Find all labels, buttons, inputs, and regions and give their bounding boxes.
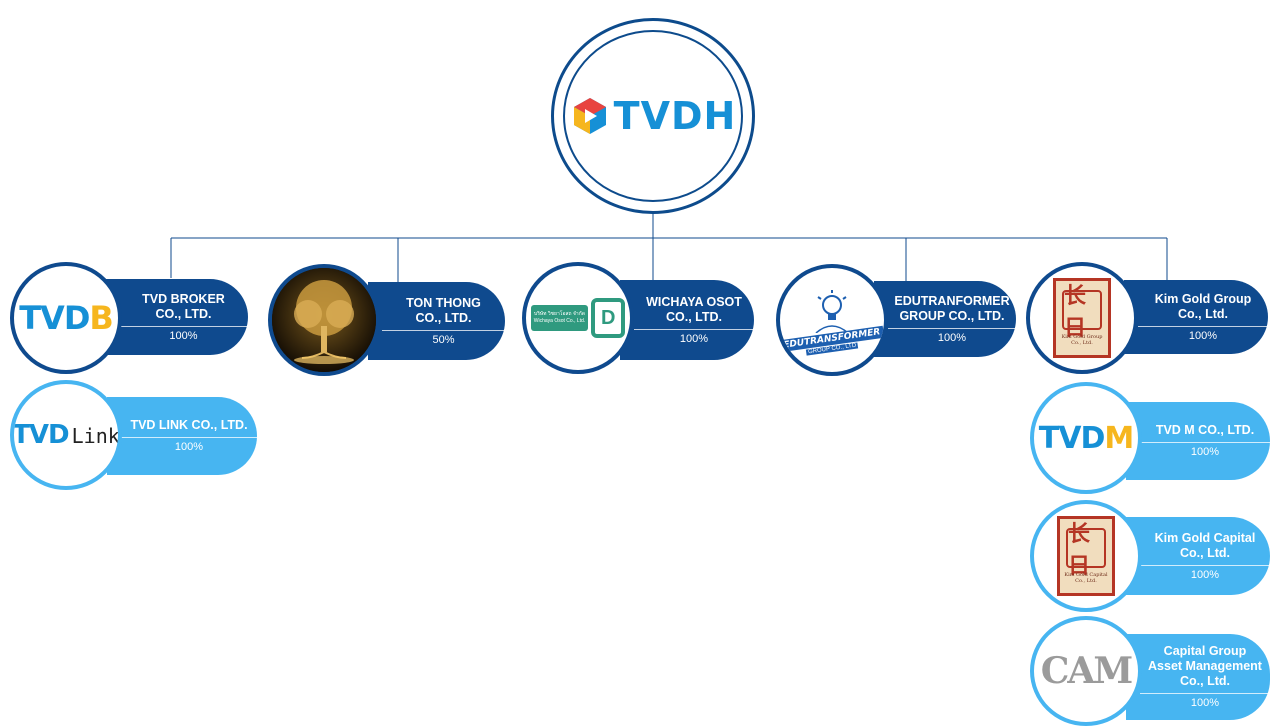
divider [121,437,257,438]
company-label: TON THONG CO., LTD. 50% [368,282,505,360]
company-node-wichaya-osot: WICHAYA OSOT CO., LTD. 100% บริษัท วิชยา… [522,262,754,378]
ownership-percent: 100% [1190,697,1220,709]
company-name: EDUTRANFORMER GROUP CO., LTD. [894,293,1010,323]
parent-company-node: TVDH [551,18,755,214]
company-name: TVD M CO., LTD. [1155,423,1255,437]
divider [634,328,754,330]
company-label: TVD LINK CO., LTD. 100% [107,397,257,475]
company-node-kim-gold-group: Kim Gold Group Co., Ltd. 100% 长日 Kim Gol… [1026,262,1270,378]
company-node-kim-gold-capital: Kim Gold Capital Co., Ltd. 100% 长日 Kim G… [1030,500,1270,614]
company-node-capital-group-asset-management: Capital Group Asset Management Co., Ltd.… [1030,616,1270,726]
company-name: TVD BROKER CO., LTD. [142,291,225,321]
ownership-percent: 100% [174,441,204,453]
company-label: Capital Group Asset Management Co., Ltd.… [1126,634,1270,720]
company-logo-circle [268,264,380,376]
kim-gold-seal-icon: 长日 Kim Gold Group Co., Ltd. [1053,278,1111,358]
company-node-edutranformer: EDUTRANFORMER GROUP CO., LTD. 100% EDUTR… [776,264,1016,380]
company-name: TVD LINK CO., LTD. [130,418,248,432]
company-label: TVD M CO., LTD. 100% [1126,402,1270,480]
edutransformer-logo: EDUTRANSFORMER GROUP CO., LTD [780,289,884,356]
divider [119,325,248,327]
ownership-percent: 100% [1188,329,1218,342]
tvdh-logo: TVDH [570,94,737,138]
company-label: Kim Gold Group Co., Ltd. 100% [1124,280,1268,354]
company-logo-circle: CAM [1030,616,1142,726]
ownership-percent: 100% [169,329,198,342]
company-name: Kim Gold Capital Co., Ltd. [1154,530,1256,560]
kim-gold-seal-icon: 长日 Kim Gold Capital Co., Ltd. [1057,516,1115,596]
company-logo-circle: 长日 Kim Gold Capital Co., Ltd. [1030,500,1142,612]
company-logo-circle: 长日 Kim Gold Group Co., Ltd. [1026,262,1138,374]
company-name: WICHAYA OSOT CO., LTD. [646,294,742,324]
divider [888,327,1016,329]
ownership-percent: 100% [1190,568,1220,581]
company-label: EDUTRANFORMER GROUP CO., LTD. 100% [874,281,1016,357]
cam-logo: CAM [1040,650,1133,692]
ownership-percent: 50% [432,333,455,346]
company-label: WICHAYA OSOT CO., LTD. 100% [620,280,754,360]
company-logo-circle: บริษัท วิชยาโอสถ จำกัด Wichaya Osot Co.,… [522,262,634,374]
mortar-pestle-icon: D [591,298,626,338]
company-name: Capital Group Asset Management Co., Ltd. [1148,644,1262,688]
tvdh-logo-text: TVDH [613,94,737,138]
wichaya-logo-textbox: บริษัท วิชยาโอสถ จำกัด Wichaya Osot Co.,… [530,305,589,331]
company-label: Kim Gold Capital Co., Ltd. 100% [1126,517,1270,595]
ownership-percent: 100% [1190,446,1220,458]
company-label: TVD BROKER CO., LTD. 100% [105,279,248,355]
company-name: Kim Gold Group Co., Ltd. [1154,291,1252,321]
play-hexagon-icon [573,98,606,134]
divider [382,329,505,331]
divider [1140,564,1270,566]
company-logo-circle: EDUTRANSFORMER GROUP CO., LTD [776,264,888,376]
golden-tree-icon [272,268,376,372]
company-node-ton-thong: TON THONG CO., LTD. 50% [268,264,506,380]
ownership-percent: 100% [937,331,967,344]
company-name: TON THONG CO., LTD. [406,295,481,325]
ownership-percent: 100% [679,332,709,345]
lightbulb-icon [815,289,849,333]
divider [1140,693,1270,694]
wichaya-logo: บริษัท วิชยาโอสถ จำกัด Wichaya Osot Co.,… [530,298,626,338]
divider [1140,442,1270,443]
divider [1138,325,1268,327]
parent-inner-ring: TVDH [563,30,743,202]
